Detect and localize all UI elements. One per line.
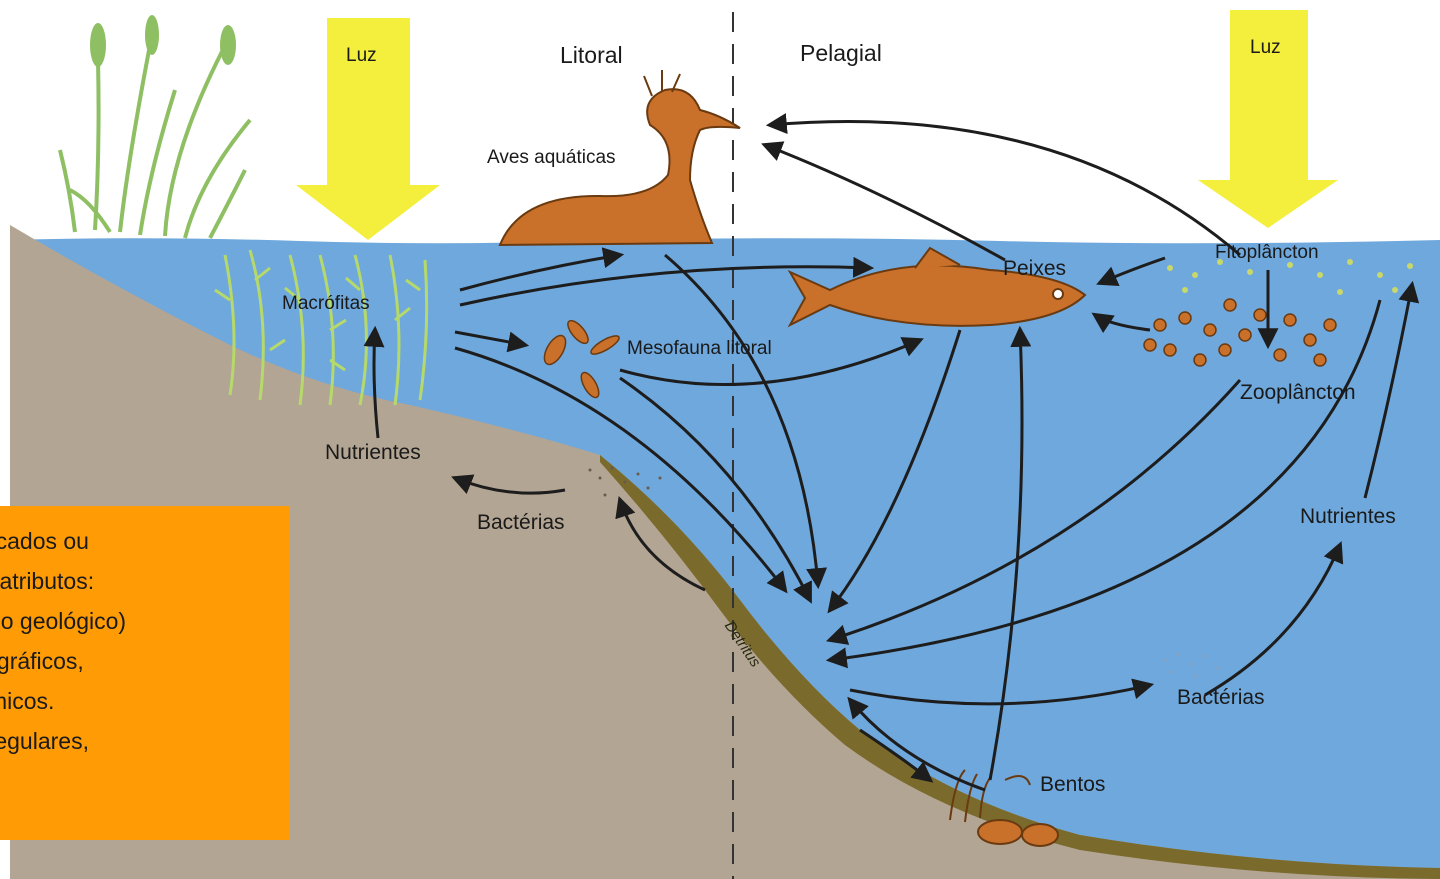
label-macrofitas: Macrófitas: [282, 293, 370, 315]
overlay-line: eus atributos:: [0, 568, 94, 595]
label-bacterias-left: Bactérias: [477, 511, 565, 535]
arrow-phyto-to-birds: [770, 122, 1240, 255]
label-peixes: Peixes: [1003, 257, 1066, 281]
reed-head-icon: [220, 25, 236, 65]
overlay-line: químicos.: [0, 688, 54, 715]
reeds-icon: [60, 40, 250, 238]
label-zooplancton: Zooplâncton: [1240, 381, 1356, 405]
label-aves-aquaticas: Aves aquáticas: [487, 147, 616, 169]
orange-text-box: ssificados ou eus atributos: empo geológ…: [0, 506, 290, 840]
light-label-right: Luz: [1250, 37, 1281, 59]
label-mesofauna: Mesofauna litoral: [627, 338, 772, 360]
label-nutrientes-right: Nutrientes: [1300, 505, 1396, 529]
overlay-line: ssificados ou: [0, 528, 89, 555]
overlay-line: empo geológico): [0, 608, 126, 635]
overlay-line: fisiográficos,: [0, 648, 84, 675]
label-fitoplancton: Fitoplâncton: [1215, 242, 1319, 264]
overlay-line: es regulares,: [0, 728, 89, 755]
light-label-left: Luz: [346, 45, 377, 67]
label-bacterias-right: Bactérias: [1177, 686, 1265, 710]
zone-label-litoral: Litoral: [560, 42, 623, 69]
label-nutrientes-left: Nutrientes: [325, 441, 421, 465]
reed-head-icon: [90, 23, 106, 67]
zone-label-pelagial: Pelagial: [800, 40, 882, 67]
reed-head-icon: [145, 15, 159, 55]
label-bentos: Bentos: [1040, 773, 1105, 797]
